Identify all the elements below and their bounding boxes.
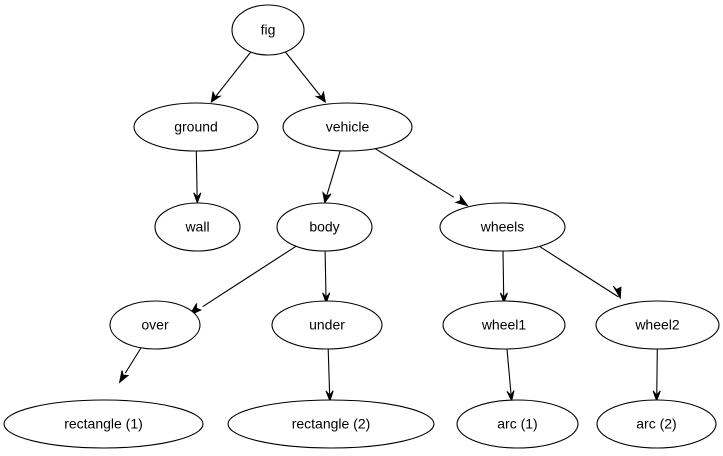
node-vehicle[interactable]: vehicle xyxy=(282,102,413,152)
node-label: arc (2) xyxy=(636,416,676,432)
node-label: over xyxy=(141,317,169,333)
edge-line xyxy=(372,146,455,198)
node-label: wheel1 xyxy=(481,317,527,333)
node-label: arc (1) xyxy=(497,416,537,432)
arrowhead-icon xyxy=(454,194,469,207)
edges-layer xyxy=(118,50,661,403)
edge-fig-to-vehicle xyxy=(284,50,326,104)
node-shape-ellipse[interactable] xyxy=(442,300,566,350)
node-arc2[interactable]: arc (2) xyxy=(596,399,717,449)
arrowhead-icon xyxy=(314,90,326,104)
node-label: rectangle (1) xyxy=(64,416,143,432)
edge-line xyxy=(195,151,198,203)
node-arc1[interactable]: arc (1) xyxy=(456,399,579,449)
node-label: fig xyxy=(261,22,276,38)
edge-line xyxy=(502,251,505,303)
node-label: under xyxy=(309,317,345,333)
node-label: vehicle xyxy=(326,119,370,135)
node-shape-ellipse[interactable] xyxy=(109,300,201,350)
edge-wheels-to-wheel1 xyxy=(499,251,508,305)
edge-wheel2-to-arc2 xyxy=(652,349,661,403)
edge-line xyxy=(324,151,341,203)
edge-over-to-rectangle1 xyxy=(118,347,142,384)
node-shape-ellipse[interactable] xyxy=(3,399,204,449)
edge-line xyxy=(213,50,253,99)
node-label: wheels xyxy=(480,219,525,235)
edge-body-to-under xyxy=(322,251,331,305)
node-label: wheel2 xyxy=(634,317,680,333)
arrowhead-icon xyxy=(506,390,515,403)
edge-line xyxy=(124,347,142,374)
edge-body-to-over xyxy=(188,245,297,317)
edge-line xyxy=(324,251,327,303)
arrowhead-icon xyxy=(612,285,622,300)
edge-ground-to-wall xyxy=(193,151,202,205)
node-ground[interactable]: ground xyxy=(133,102,259,152)
node-shape-ellipse[interactable] xyxy=(154,202,241,252)
arrowhead-icon xyxy=(322,292,331,305)
edge-wheels-to-wheel2 xyxy=(539,246,622,300)
arrowhead-icon xyxy=(118,370,130,384)
edge-wheel1-to-arc1 xyxy=(506,349,515,403)
node-shape-ellipse[interactable] xyxy=(133,102,259,152)
node-shape-ellipse[interactable] xyxy=(439,202,566,252)
arrowhead-icon xyxy=(652,390,661,403)
node-shape-ellipse[interactable] xyxy=(276,202,373,252)
node-wheel1[interactable]: wheel1 xyxy=(442,300,566,350)
node-rectangle1[interactable]: rectangle (1) xyxy=(3,399,204,449)
nodes-layer: fig ground vehicle wall body wheels over under w… xyxy=(3,4,720,449)
edge-vehicle-to-body xyxy=(322,151,341,204)
node-shape-ellipse[interactable] xyxy=(596,399,717,449)
node-wheel2[interactable]: wheel2 xyxy=(595,300,720,350)
arrowhead-icon xyxy=(193,192,202,205)
node-label: body xyxy=(309,219,339,235)
edge-line xyxy=(327,349,331,401)
arrowhead-icon xyxy=(499,292,508,305)
node-wheels[interactable]: wheels xyxy=(439,202,566,252)
node-wall[interactable]: wall xyxy=(154,202,241,252)
node-rectangle2[interactable]: rectangle (2) xyxy=(227,399,435,449)
edge-under-to-rectangle2 xyxy=(325,349,334,403)
edge-line xyxy=(202,245,297,308)
node-label: rectangle (2) xyxy=(292,416,371,432)
node-shape-ellipse[interactable] xyxy=(595,300,720,350)
node-over[interactable]: over xyxy=(109,300,201,350)
edge-fig-to-ground xyxy=(210,50,253,104)
edge-line xyxy=(284,50,323,99)
node-label: wall xyxy=(184,219,209,235)
edge-line xyxy=(539,246,619,298)
arrowhead-icon xyxy=(325,390,334,403)
edge-vehicle-to-wheels xyxy=(372,146,469,207)
node-fig[interactable]: fig xyxy=(231,4,305,56)
node-shape-ellipse[interactable] xyxy=(227,399,435,449)
node-shape-ellipse[interactable] xyxy=(271,300,383,350)
arrowhead-icon xyxy=(210,90,222,104)
node-under[interactable]: under xyxy=(271,300,383,350)
node-shape-ellipse[interactable] xyxy=(282,102,413,152)
node-label: ground xyxy=(174,119,218,135)
node-shape-ellipse[interactable] xyxy=(456,399,579,449)
edge-line xyxy=(656,349,658,401)
node-shape-ellipse[interactable] xyxy=(231,4,305,56)
arrowhead-icon xyxy=(322,191,332,204)
node-body[interactable]: body xyxy=(276,202,373,252)
